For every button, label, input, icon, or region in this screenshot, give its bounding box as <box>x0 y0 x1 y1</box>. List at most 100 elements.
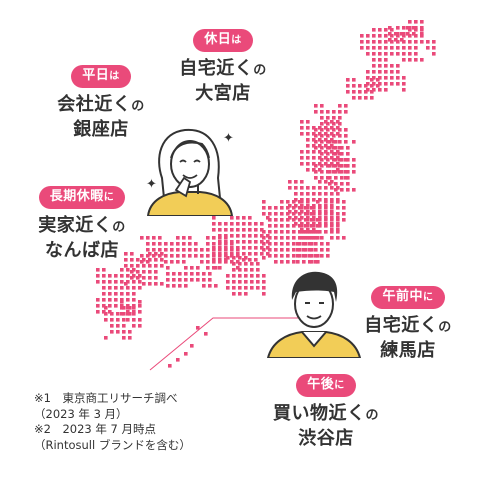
map-dot <box>132 274 136 278</box>
map-dot <box>242 246 246 250</box>
map-dot <box>378 88 382 92</box>
map-dot <box>300 224 304 228</box>
map-dot <box>318 198 322 202</box>
map-dot <box>316 200 320 204</box>
map-dot <box>336 218 340 222</box>
map-dot <box>114 286 118 290</box>
map-dot <box>384 82 388 86</box>
map-dot <box>226 286 230 290</box>
map-dot <box>372 58 376 62</box>
map-dot <box>96 268 100 272</box>
map-dot <box>288 186 292 190</box>
map-dot <box>170 242 174 246</box>
map-dot <box>324 206 328 210</box>
map-dot <box>320 140 324 144</box>
map-dot <box>236 240 240 244</box>
map-dot <box>320 134 324 138</box>
map-dot <box>420 34 424 38</box>
map-dot <box>260 234 264 238</box>
map-dot <box>308 260 312 264</box>
map-dot <box>286 200 290 204</box>
map-dot <box>128 312 132 316</box>
map-dot <box>262 230 266 234</box>
map-dot <box>300 120 304 124</box>
map-dot <box>286 218 290 222</box>
map-dot <box>226 274 230 278</box>
map-dot <box>314 140 318 144</box>
map-dot <box>288 180 292 184</box>
map-dot <box>232 256 236 260</box>
map-dot <box>372 40 376 44</box>
map-dot <box>318 186 322 190</box>
map-dot <box>300 206 304 210</box>
map-dot <box>314 260 318 264</box>
map-dot <box>104 312 108 316</box>
map-dot <box>340 182 344 186</box>
map-dot <box>390 76 394 80</box>
map-dot <box>396 46 400 50</box>
map-dot <box>316 260 320 264</box>
map-dot <box>114 298 118 302</box>
map-dot <box>336 206 340 210</box>
map-dot <box>236 222 240 226</box>
map-dot <box>182 254 186 258</box>
map-dot <box>312 204 316 208</box>
map-dot <box>230 216 234 220</box>
map-dot <box>96 280 100 284</box>
badge-long-vacation: 長期休暇に <box>38 186 126 209</box>
map-dot <box>224 252 228 256</box>
map-dot <box>104 306 108 310</box>
map-dot <box>164 254 168 258</box>
map-dot <box>294 222 298 226</box>
map-dot <box>302 260 306 264</box>
man-illustration <box>266 271 362 358</box>
map-dot <box>336 200 340 204</box>
map-dot <box>340 152 344 156</box>
map-dot <box>314 104 318 108</box>
map-dot <box>292 242 296 246</box>
map-dot <box>108 298 112 302</box>
map-dot <box>108 274 112 278</box>
map-dot <box>110 312 114 316</box>
map-dot <box>320 122 324 126</box>
map-dot <box>312 224 316 228</box>
map-dot <box>296 260 300 264</box>
map-dot <box>288 204 292 208</box>
map-dot <box>312 206 316 210</box>
map-dot <box>330 228 334 232</box>
map-dot <box>292 218 296 222</box>
map-dot <box>224 228 228 232</box>
map-dot <box>176 236 180 240</box>
map-dot <box>306 218 310 222</box>
map-dot <box>394 32 398 36</box>
map-dot <box>336 132 340 136</box>
map-dot <box>130 252 134 256</box>
map-dot <box>388 26 392 30</box>
map-dot <box>308 236 312 240</box>
map-dot <box>188 248 192 252</box>
map-dot <box>260 222 264 226</box>
map-dot <box>152 254 156 258</box>
map-dot <box>372 82 376 86</box>
map-dot <box>256 280 260 284</box>
map-dot <box>330 230 334 234</box>
map-dot <box>306 210 310 214</box>
map-dot <box>352 84 356 88</box>
map-dot <box>366 40 370 44</box>
map-dot <box>274 230 278 234</box>
weekday-text: 会社近くの銀座店 <box>57 94 145 140</box>
map-dot <box>102 304 106 308</box>
map-dot <box>346 182 350 186</box>
map-dot <box>110 318 114 322</box>
map-dot <box>346 188 350 192</box>
footnote-line: （Rintosull ブランドを含む） <box>34 437 191 452</box>
map-dot <box>320 164 324 168</box>
map-dot <box>218 236 222 240</box>
map-dot <box>338 158 342 162</box>
map-dot <box>396 52 400 56</box>
map-dot <box>326 248 330 252</box>
map-dot <box>352 164 356 168</box>
map-dot <box>178 284 182 288</box>
map-dot <box>312 126 316 130</box>
map-dot <box>312 132 316 136</box>
